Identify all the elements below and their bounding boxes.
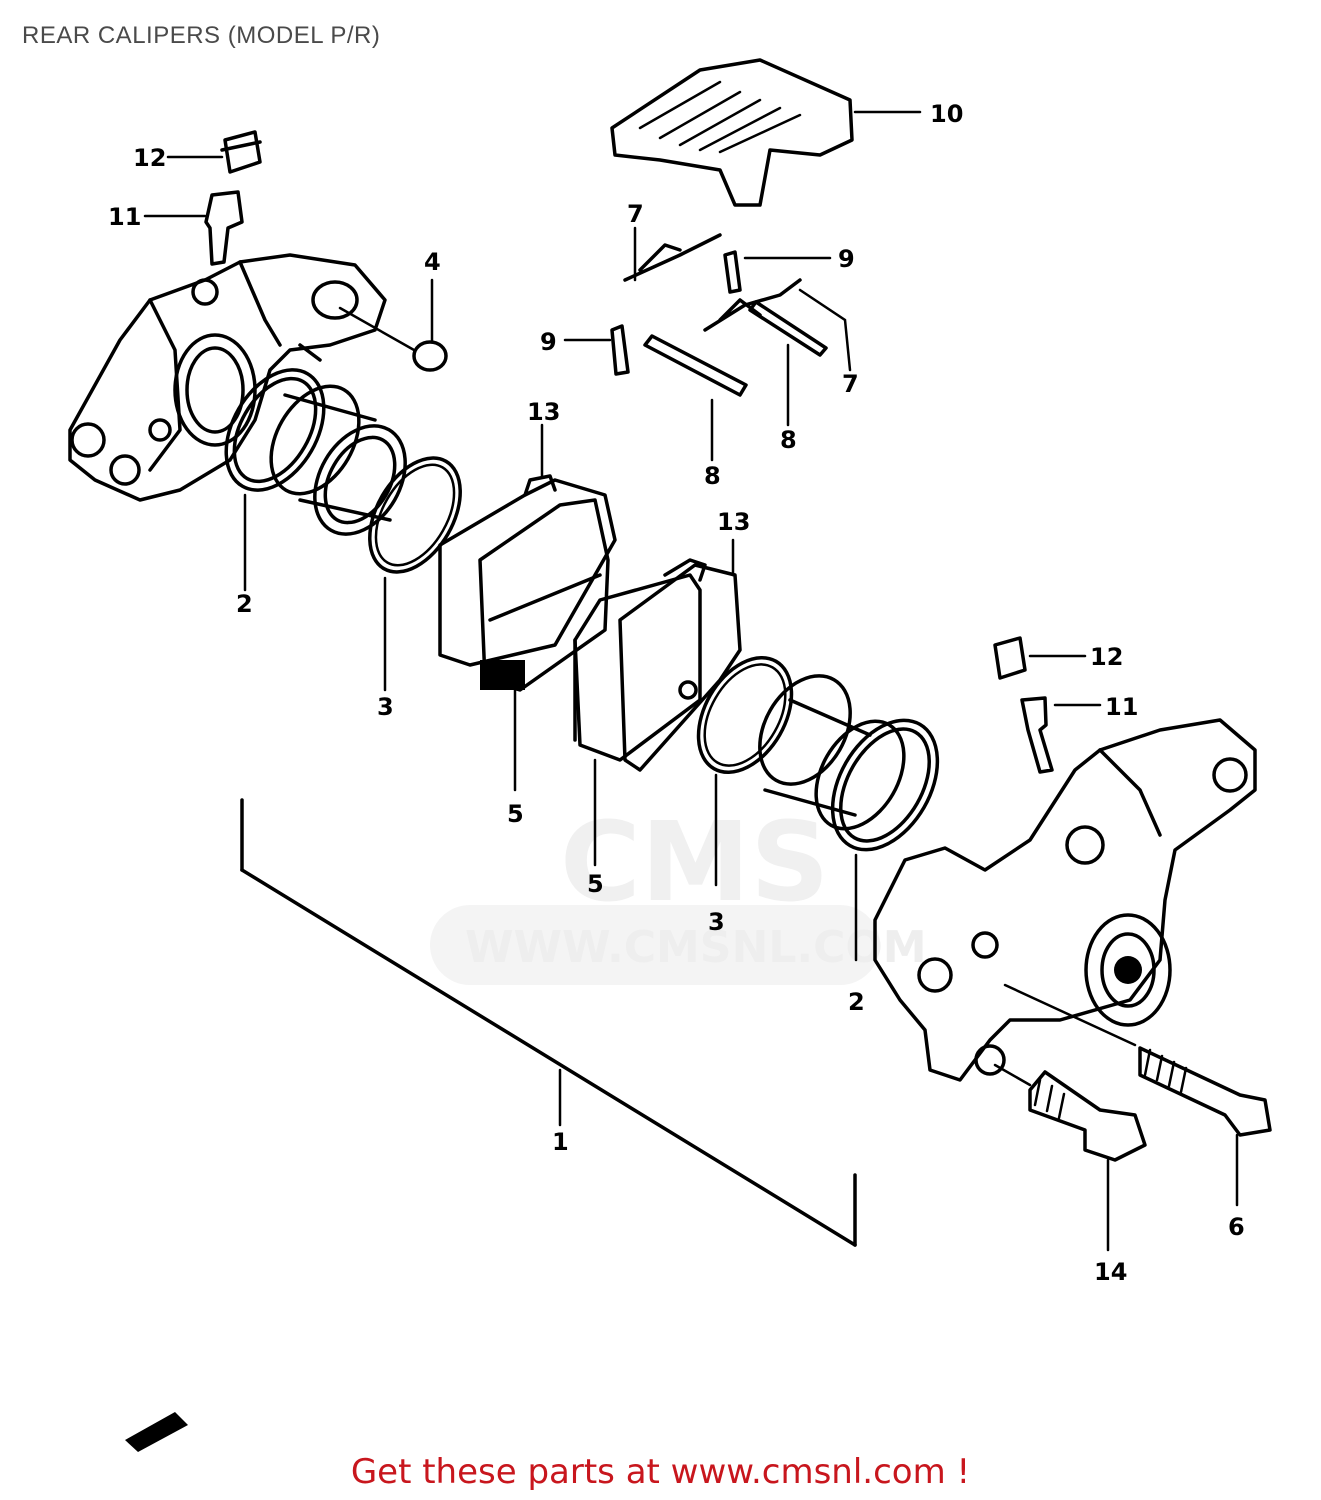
- part-4-plug: [338, 278, 448, 372]
- assembly-bracket-1: [240, 798, 857, 1247]
- callout-13-right: 13: [717, 508, 750, 536]
- callout-2-right: 2: [848, 988, 865, 1016]
- watermark: CMS WWW.CMSNL.COM: [430, 798, 927, 985]
- right-dust-seal-3: [696, 655, 794, 887]
- part-6-bolt: [1003, 983, 1272, 1207]
- callout-11-right: 11: [1105, 693, 1138, 721]
- part-8-pin-a: [643, 334, 748, 462]
- callout-3-right: 3: [708, 908, 725, 936]
- callout-2-left: 2: [236, 590, 253, 618]
- page-title: REAR CALIPERS (MODEL P/R): [22, 22, 381, 49]
- part-11-left: [143, 190, 244, 266]
- callout-5-left: 5: [507, 800, 524, 828]
- callout-8-left: 8: [704, 462, 721, 490]
- callout-12-right: 12: [1090, 643, 1123, 671]
- callout-5-right: 5: [587, 870, 604, 898]
- part-11-right: [1020, 696, 1102, 774]
- left-pad-5: [478, 498, 610, 792]
- right-pad-5: [573, 573, 702, 867]
- callout-7-right: 7: [842, 370, 859, 398]
- callout-7-top: 7: [627, 200, 644, 228]
- callout-13-left: 13: [527, 398, 560, 426]
- callout-8-right: 8: [780, 426, 797, 454]
- part-8-pin-b: [748, 300, 828, 427]
- callout-12-left: 12: [133, 144, 166, 172]
- corner-mark: [125, 1412, 188, 1452]
- right-caliper-body: [873, 718, 1257, 1082]
- left-pad-shim-13: [438, 423, 617, 667]
- part-9-pin-b: [563, 324, 630, 376]
- callout-labels: 12 11 4 10 7 9 9 7 8 8 13 13 2 3 5 5 3 2…: [108, 100, 1245, 1286]
- part-10-pad-spring: [610, 58, 922, 207]
- watermark-brand: CMS: [560, 798, 829, 926]
- watermark-url: WWW.CMSNL.COM: [465, 922, 927, 973]
- right-pad-shim-13: [618, 538, 742, 772]
- callout-11-left: 11: [108, 203, 141, 231]
- callout-3-left: 3: [377, 693, 394, 721]
- left-piston-seal-2: [224, 368, 326, 592]
- callout-14: 14: [1094, 1258, 1127, 1286]
- part-9-pin-a: [723, 250, 832, 294]
- left-dust-seal-3: [368, 456, 462, 692]
- callout-9-right: 9: [838, 245, 855, 273]
- callout-9-left: 9: [540, 328, 557, 356]
- part-7-clip-a: [623, 226, 722, 282]
- footer-link[interactable]: Get these parts at www.cmsnl.com !: [350, 1452, 971, 1492]
- callout-10: 10: [930, 100, 963, 128]
- part-14-bolt: [993, 1063, 1147, 1252]
- part-12-left: [166, 130, 262, 174]
- callout-1: 1: [552, 1128, 569, 1156]
- callout-6: 6: [1228, 1213, 1245, 1241]
- callout-4: 4: [424, 248, 441, 276]
- part-12-right: [993, 636, 1087, 680]
- left-piston: [269, 384, 407, 536]
- left-caliper-body: [68, 253, 387, 502]
- right-piston-seal-2: [830, 718, 940, 962]
- part-7-clip-b: [703, 278, 852, 372]
